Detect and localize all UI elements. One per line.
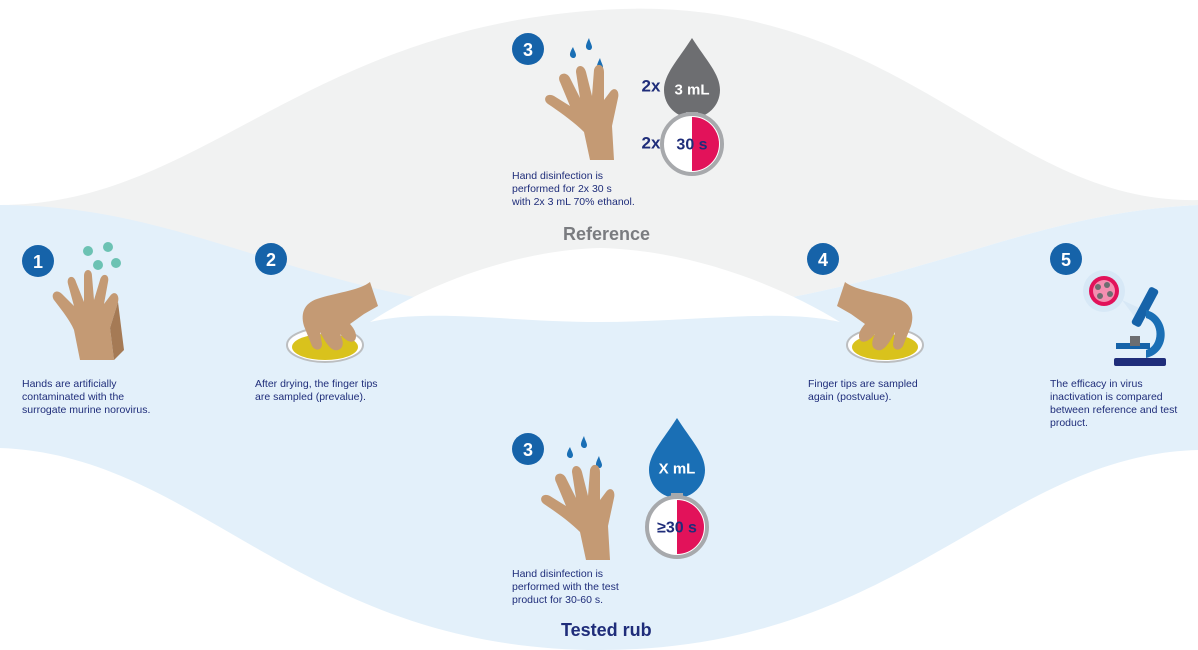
hand-contaminated-icon [52,270,124,360]
step2-number: 2 [266,250,276,270]
reference-volume: 3 mL [674,82,709,99]
step5-description: The efficacy in virus inactivation is co… [1050,378,1178,429]
step4-badge: 4 [807,243,839,275]
reference-volume-droplet-icon: 3 mL [664,38,720,118]
reference-label: Reference [563,224,651,244]
step1-description: Hands are artificially contaminated with… [22,378,151,416]
test-hand-rub-icon [541,464,615,560]
reference-band [0,8,1198,321]
tested-rub-label: Tested rub [561,620,652,640]
test-volume-droplet-icon: X mL [649,418,705,498]
step2-badge: 2 [255,243,287,275]
step3-test-number: 3 [523,440,533,460]
test-stopwatch-icon: ≥30 s [645,493,709,559]
step1-number: 1 [33,252,43,272]
step1-badge: 1 [22,245,54,277]
step2-description: After drying, the finger tips are sample… [255,378,378,403]
step3-test-badge: 3 [512,433,544,465]
step5-badge: 5 [1050,243,1082,275]
test-time: ≥30 s [657,520,697,537]
step3-reference-badge: 3 [512,33,544,65]
reference-stopwatch-icon: 30 s [660,112,724,176]
hand-rub-icon [545,64,619,160]
reference-time-multiplier: 2x [642,134,661,153]
white-gap [370,248,840,322]
step3-test-description: Hand disinfection is performed with the … [512,568,619,606]
virus-dots-icon [83,242,121,270]
hand-sampling-postvalue-icon [837,282,913,351]
test-volume: X mL [659,461,696,478]
step4-description: Finger tips are sampled again (postvalue… [808,378,918,403]
reference-time: 30 s [676,137,707,154]
step4-number: 4 [818,250,828,270]
reference-volume-multiplier: 2x [642,77,661,96]
microscope-icon [1114,287,1166,366]
step3-reference-number: 3 [523,40,533,60]
step5-number: 5 [1061,250,1071,270]
test-droplets-icon [566,436,602,469]
step3-reference-description: Hand disinfection is performed for 2x 30… [512,170,635,208]
hand-sampling-icon [302,282,378,351]
